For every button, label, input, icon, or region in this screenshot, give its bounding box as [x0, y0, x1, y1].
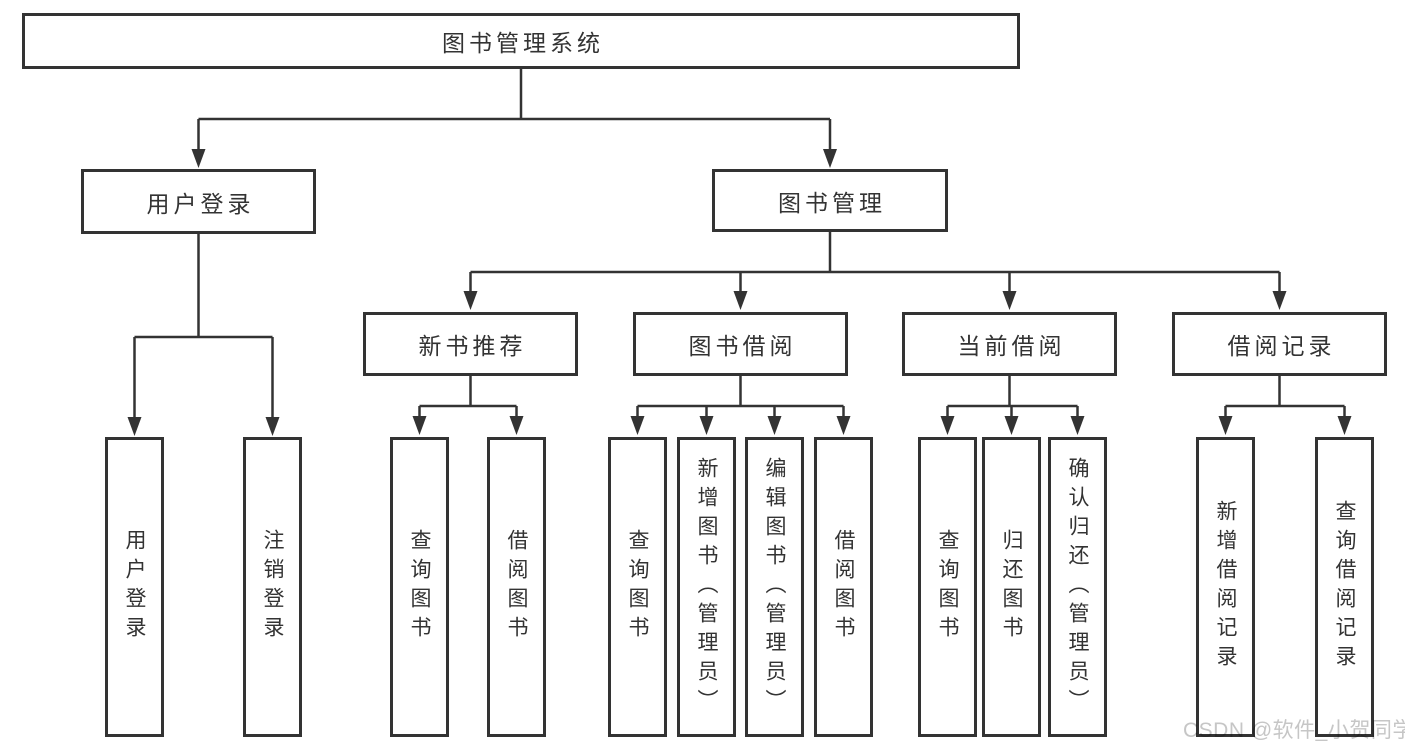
node-label: 借阅图书 [505, 529, 528, 645]
node-label: 新增图书（管理员） [695, 456, 718, 718]
node-label: 新增借阅记录 [1214, 500, 1237, 674]
node-library-system: 图书管理系统 [22, 13, 1020, 69]
node-user-login: 用户登录 [81, 169, 316, 234]
leaf-borrow-borrow-books: 借阅图书 [814, 437, 873, 737]
node-label: 借阅图书 [832, 529, 855, 645]
node-label: 用户登录 [123, 529, 146, 645]
leaf-current-return-books: 归还图书 [982, 437, 1041, 737]
leaf-records-query-record: 查询借阅记录 [1315, 437, 1374, 737]
node-label: 查询借阅记录 [1333, 500, 1356, 674]
node-label: 查询图书 [626, 529, 649, 645]
node-book-management: 图书管理 [712, 169, 948, 232]
node-label: 图书管理系统 [442, 30, 604, 56]
node-new-book-recommend: 新书推荐 [363, 312, 578, 376]
node-book-borrowing: 图书借阅 [633, 312, 848, 376]
node-label: 编辑图书（管理员） [763, 456, 786, 718]
leaf-newrec-borrow-books: 借阅图书 [487, 437, 546, 737]
node-label: 确认归还（管理员） [1066, 456, 1089, 718]
leaf-borrow-query-books: 查询图书 [608, 437, 667, 737]
leaf-user-login: 用户登录 [105, 437, 164, 737]
node-borrowing-records: 借阅记录 [1172, 312, 1387, 376]
node-label: 图书借阅 [688, 333, 797, 359]
node-label: 查询图书 [408, 529, 431, 645]
arrowhead-icons [127, 149, 1352, 436]
leaf-newrec-query-books: 查询图书 [390, 437, 449, 737]
leaf-current-query-books: 查询图书 [918, 437, 977, 737]
node-label: 注销登录 [261, 529, 284, 645]
leaf-borrow-add-books-admin: 新增图书（管理员） [677, 437, 736, 737]
leaf-records-add-record: 新增借阅记录 [1196, 437, 1255, 737]
leaf-logout: 注销登录 [243, 437, 302, 737]
node-label: 查询图书 [936, 529, 959, 645]
node-label: 借阅记录 [1227, 333, 1336, 359]
csdn-watermark: CSDN @软件_小贺同学 [1183, 719, 1405, 742]
leaf-current-confirm-return-admin: 确认归还（管理员） [1048, 437, 1107, 737]
node-label: 归还图书 [1000, 529, 1023, 645]
node-label: 用户登录 [146, 190, 255, 217]
node-label: 图书管理 [778, 189, 886, 216]
node-current-borrowing: 当前借阅 [902, 312, 1117, 376]
node-label: 新书推荐 [418, 333, 527, 359]
node-label: 当前借阅 [957, 333, 1066, 359]
leaf-borrow-edit-books-admin: 编辑图书（管理员） [745, 437, 804, 737]
